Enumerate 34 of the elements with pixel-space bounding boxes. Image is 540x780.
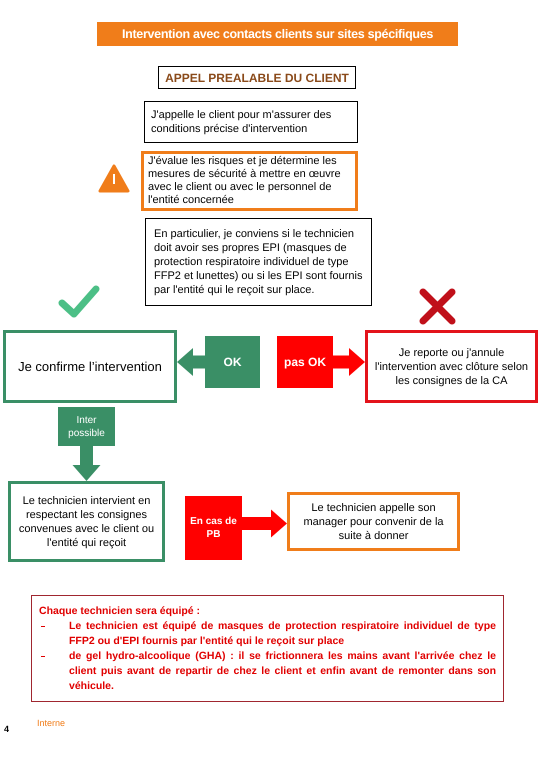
arrow xyxy=(242,510,287,538)
process-box xyxy=(3,330,177,403)
page-number: 4 xyxy=(4,724,10,734)
box-text: J'appelle le client pour m'assurer des conditions précise d'intervention xyxy=(151,108,332,136)
arrow xyxy=(333,348,365,376)
arrow-callout xyxy=(185,496,242,560)
box-text: OK xyxy=(222,355,242,369)
box-text: Le technicien intervient en respectant les consignes convenues avec le client ou l'entité qui reçoit xyxy=(18,494,156,550)
process-box xyxy=(144,101,358,143)
classification-label: Interne xyxy=(37,718,66,728)
box-text: En particulier, je conviens si le technicien doit avoir ses propres EPI (masques de protection respiratoire individuel de type FFP2 et lunettes) ou si les EPI sont fournis par l'entité qui le reçoit sur place. xyxy=(154,227,363,297)
arrow xyxy=(72,446,100,481)
box-text: APPEL PREALABLE DU CLIENT xyxy=(164,70,350,84)
arrow xyxy=(177,348,205,376)
box-text: pas OK xyxy=(282,355,327,369)
note-box xyxy=(31,595,504,702)
arrow-callout xyxy=(58,407,115,446)
process-box xyxy=(8,481,165,562)
arrow-callout xyxy=(205,336,260,388)
box-text: Le technicien appelle son manager pour convenir de la suite à donner xyxy=(302,500,445,542)
box-text: Je reporte ou j'annule l'intervention avec clôture selon les consignes de la CA xyxy=(374,346,530,388)
title-banner: Intervention avec contacts clients sur sites spécifiques xyxy=(97,22,458,46)
process-box xyxy=(145,218,372,306)
box-text: J'évalue les risques et je détermine les mesures de sécurité à mettre en œuvre avec le client ou avec le personnel de l'entité concernée xyxy=(148,155,342,207)
box-text: En cas de PB xyxy=(189,515,238,541)
arrow-callout xyxy=(277,336,333,388)
note-heading: Chaque technicien sera équipé : xyxy=(39,604,202,618)
process-box xyxy=(287,492,460,551)
process-box xyxy=(158,66,356,89)
process-box xyxy=(365,330,538,403)
box-text: Inter possible xyxy=(67,414,106,440)
process-box xyxy=(141,151,358,211)
bullet-text: de gel hydro-alcoolique (GHA) : il se frictionnera les mains avant l'arrivée chez le client puis avant de repartir de chez le client et enfin avant de remonter dans son véhicule. xyxy=(69,648,496,694)
box-text: Je confirme l’intervention xyxy=(17,358,163,375)
